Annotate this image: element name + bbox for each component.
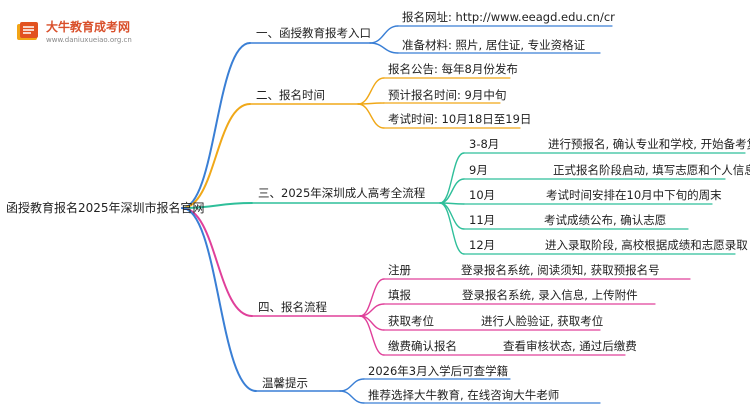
step-label: 注册: [388, 263, 411, 277]
connector: [439, 202, 465, 230]
stage-label: 3-8月: [469, 137, 500, 151]
branch-tips: 温馨提示: [262, 376, 308, 390]
step-detail: 登录报名系统, 阅读须知, 获取预报名号: [461, 263, 660, 277]
connector: [181, 202, 253, 209]
step-detail: 进行人脸验证, 获取考位: [481, 314, 604, 328]
connector: [439, 152, 465, 204]
branch-process: 三、2025年深圳成人高考全流程: [258, 186, 426, 200]
stage-detail: 进入录取阶段, 高校根据成绩和志愿录取: [545, 238, 748, 252]
stage-detail: 正式报名阶段启动, 填写志愿和个人信息: [553, 163, 750, 177]
step-label: 填报: [388, 288, 411, 302]
step-detail: 查看审核状态, 通过后缴费: [503, 339, 637, 353]
connector: [359, 278, 385, 317]
stage-detail: 考试时间安排在10月中下旬的周末: [546, 188, 722, 202]
connector: [359, 315, 385, 356]
connector: [339, 378, 365, 392]
stage-label: 12月: [469, 238, 496, 252]
logo-title: 大牛教育成考网: [46, 20, 131, 34]
connector: [181, 42, 251, 209]
logo-subtitle: www.daniuxueiao.org.cn: [46, 36, 132, 44]
connector: [339, 390, 365, 404]
stage-label: 10月: [469, 188, 496, 202]
connector: [439, 202, 465, 255]
branch-time: 二、报名时间: [256, 88, 325, 102]
step-detail: 登录报名系统, 录入信息, 上传附件: [462, 288, 638, 302]
connector: [369, 42, 399, 54]
step-label: 获取考位: [388, 314, 434, 328]
brand-logo: 大牛教育成考网 www.daniuxueiao.org.cn: [12, 14, 142, 54]
connector: [357, 103, 385, 129]
stage-label: 9月: [469, 163, 488, 177]
leaf-entry-url: 报名网址: http://www.eeagd.edu.cn/cr: [402, 10, 615, 24]
stage-detail: 考试成绩公布, 确认志愿: [544, 213, 667, 227]
connector: [181, 103, 251, 209]
book-logo-icon: [17, 22, 38, 40]
branch-steps: 四、报名流程: [258, 300, 327, 314]
connector: [357, 77, 385, 105]
stage-detail: 进行预报名, 确认专业和学校, 开始备考复习: [548, 137, 750, 151]
leaf-time-exam: 考试时间: 10月18日至19日: [388, 112, 532, 126]
branch-entry: 一、函授教育报考入口: [256, 26, 371, 40]
leaf-entry-materials: 准备材料: 照片, 居住证, 专业资格证: [402, 38, 586, 52]
tip-item: 2026年3月入学后可查学籍: [368, 364, 509, 378]
leaf-time-register: 预计报名时间: 9月中旬: [388, 88, 507, 102]
tip-item: 推荐选择大牛教育, 在线咨询大牛老师: [368, 388, 560, 402]
connector: [181, 207, 257, 392]
root-topic: 函授教育报名2025年深圳市报名官网: [6, 201, 205, 215]
step-label: 缴费确认报名: [388, 339, 457, 353]
connector: [369, 25, 399, 44]
leaf-time-notice: 报名公告: 每年8月份发布: [388, 62, 518, 76]
stage-label: 11月: [469, 213, 496, 227]
connector: [181, 207, 253, 317]
connector: [439, 178, 465, 204]
